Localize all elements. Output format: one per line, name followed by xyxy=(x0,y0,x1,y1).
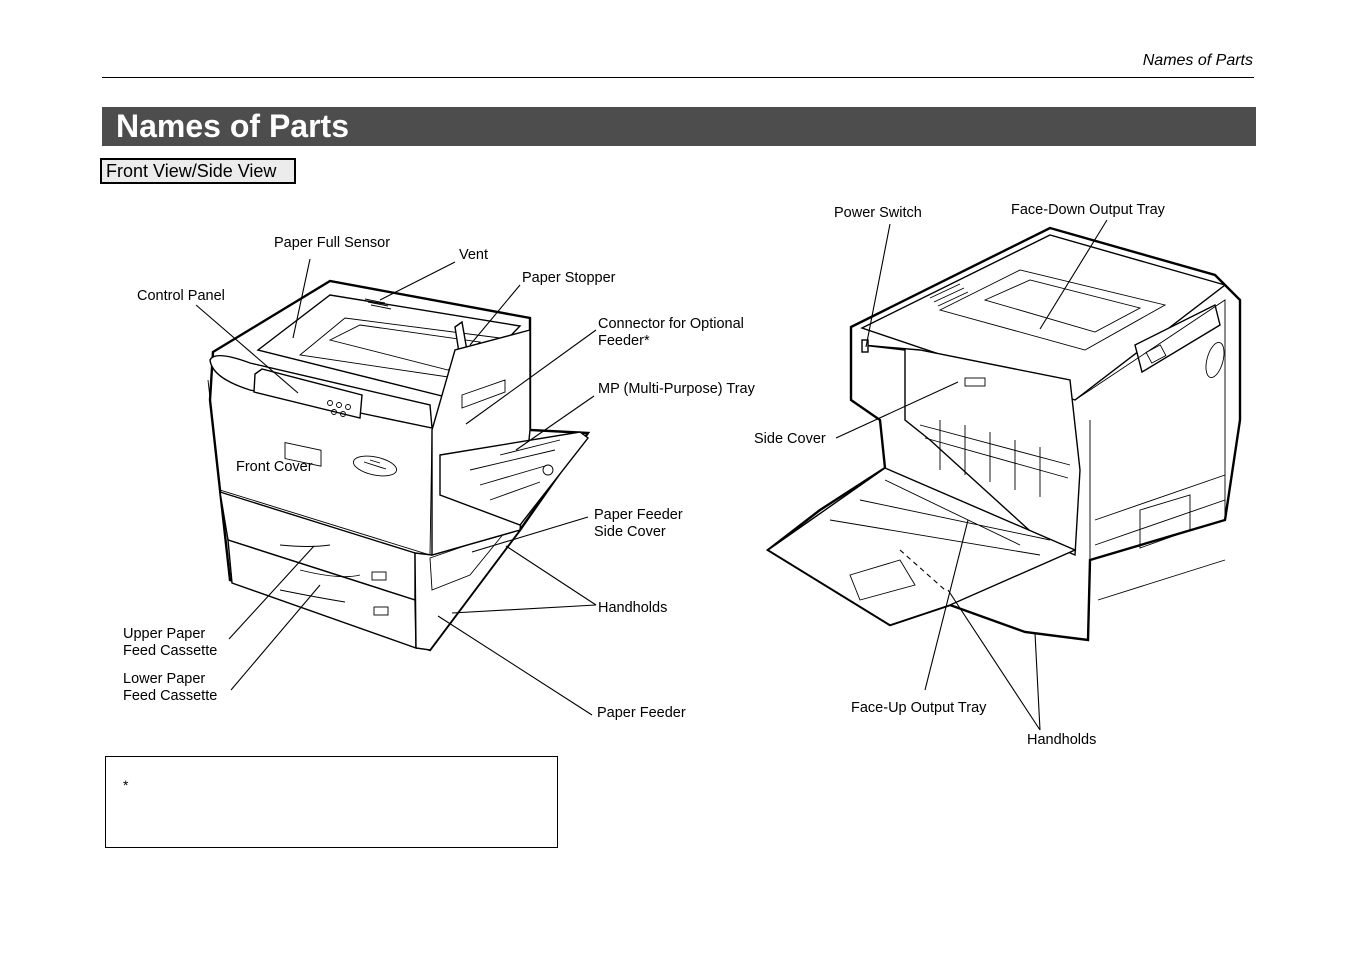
vent-lines xyxy=(364,298,392,310)
side-view-printer xyxy=(765,226,1242,642)
face-up-tray-guides xyxy=(829,479,1051,601)
lower-cassette-handle xyxy=(373,606,389,616)
leader-power-switch xyxy=(865,223,891,348)
side-control-display xyxy=(1145,344,1167,364)
control-display xyxy=(284,442,322,467)
footnote-box: * xyxy=(105,756,558,848)
leader-upper-cassette xyxy=(228,545,315,640)
face-up-tray-fold xyxy=(899,549,946,591)
label-face-down-output-tray: Face-Down Output Tray xyxy=(1011,202,1165,218)
mp-tray-tab xyxy=(542,464,554,476)
leader-mp-tray xyxy=(515,395,595,451)
connector-slot xyxy=(461,379,506,409)
label-connector-line1: Connector for Optional xyxy=(598,316,744,332)
label-mp-tray: MP (Multi-Purpose) Tray xyxy=(598,381,755,397)
label-connector-line2: Feeder* xyxy=(598,333,650,349)
label-paper-full-sensor: Paper Full Sensor xyxy=(274,235,391,251)
side-interior-rollers xyxy=(919,420,1071,497)
paper-feeder-side xyxy=(414,528,522,651)
leader-lines xyxy=(195,219,1108,731)
power-switch-shape xyxy=(861,339,869,353)
leader-face-up-tray xyxy=(924,519,969,691)
leader-paper-feeder xyxy=(437,615,593,716)
side-front-face xyxy=(1074,299,1226,561)
leader-face-down-tray xyxy=(1039,219,1108,330)
cassette-paper-lines xyxy=(279,544,361,603)
face-down-tray-recess xyxy=(938,269,1167,351)
side-emblem xyxy=(1205,342,1225,378)
side-cover-latch xyxy=(964,377,986,387)
label-handholds-side: Handholds xyxy=(1027,732,1097,748)
label-upper-cassette-line1: Upper Paper xyxy=(123,626,206,642)
logo-emblem xyxy=(352,455,398,477)
button-dot xyxy=(331,409,337,415)
label-vent: Vent xyxy=(459,247,489,263)
label-paper-feeder: Paper Feeder xyxy=(597,705,686,721)
leader-paper-full-sensor xyxy=(292,258,311,339)
logo-mark xyxy=(363,459,387,470)
button-dot xyxy=(345,404,351,410)
label-paper-feeder-side-cover-line1: Paper Feeder xyxy=(594,507,683,523)
side-control-panel xyxy=(1134,303,1221,374)
leader-vent xyxy=(379,261,456,301)
label-face-up-output-tray: Face-Up Output Tray xyxy=(851,700,987,716)
running-header: Names of Parts xyxy=(1142,52,1253,69)
leader-paper-stopper xyxy=(469,284,521,346)
label-upper-cassette-line2: Feed Cassette xyxy=(123,643,218,659)
button-dot xyxy=(340,411,346,417)
side-vent-lines xyxy=(929,283,969,307)
label-side-cover: Side Cover xyxy=(754,431,826,447)
mp-tray-guides xyxy=(469,439,561,501)
button-dot xyxy=(336,402,342,408)
label-control-panel: Control Panel xyxy=(137,288,225,304)
button-dot xyxy=(327,400,333,406)
header-rule xyxy=(102,77,1254,78)
page-title: Names of Parts xyxy=(116,108,349,144)
label-paper-feeder-side-cover-line2: Side Cover xyxy=(594,524,666,540)
side-cassette-lines xyxy=(1094,474,1226,601)
leader-paper-feeder-side-cover xyxy=(471,516,589,553)
control-panel-shape xyxy=(253,368,363,419)
label-front-cover: Front Cover xyxy=(236,459,313,475)
leader-control-panel xyxy=(195,304,299,394)
leader-side-cover xyxy=(835,381,959,439)
mp-tray-shape xyxy=(439,431,589,526)
footnote-text: * xyxy=(123,777,129,793)
title-bar: Names of Parts xyxy=(102,107,1256,146)
label-lower-cassette-line2: Feed Cassette xyxy=(123,688,218,704)
front-cover-face xyxy=(207,379,433,556)
label-lower-cassette-line1: Lower Paper xyxy=(123,671,206,687)
leader-handholds-side xyxy=(947,589,1041,731)
upper-cassette-handle xyxy=(371,571,387,581)
face-up-tray-shape xyxy=(766,467,1077,626)
section-heading: Front View/Side View xyxy=(100,158,296,184)
leader-connector xyxy=(465,329,597,425)
leader-handholds-front xyxy=(451,545,597,614)
leader-lower-cassette xyxy=(230,584,321,691)
label-power-switch: Power Switch xyxy=(834,205,922,221)
label-handholds-front: Handholds xyxy=(598,600,668,616)
front-view-printer xyxy=(207,279,591,652)
label-paper-stopper: Paper Stopper xyxy=(522,270,616,286)
